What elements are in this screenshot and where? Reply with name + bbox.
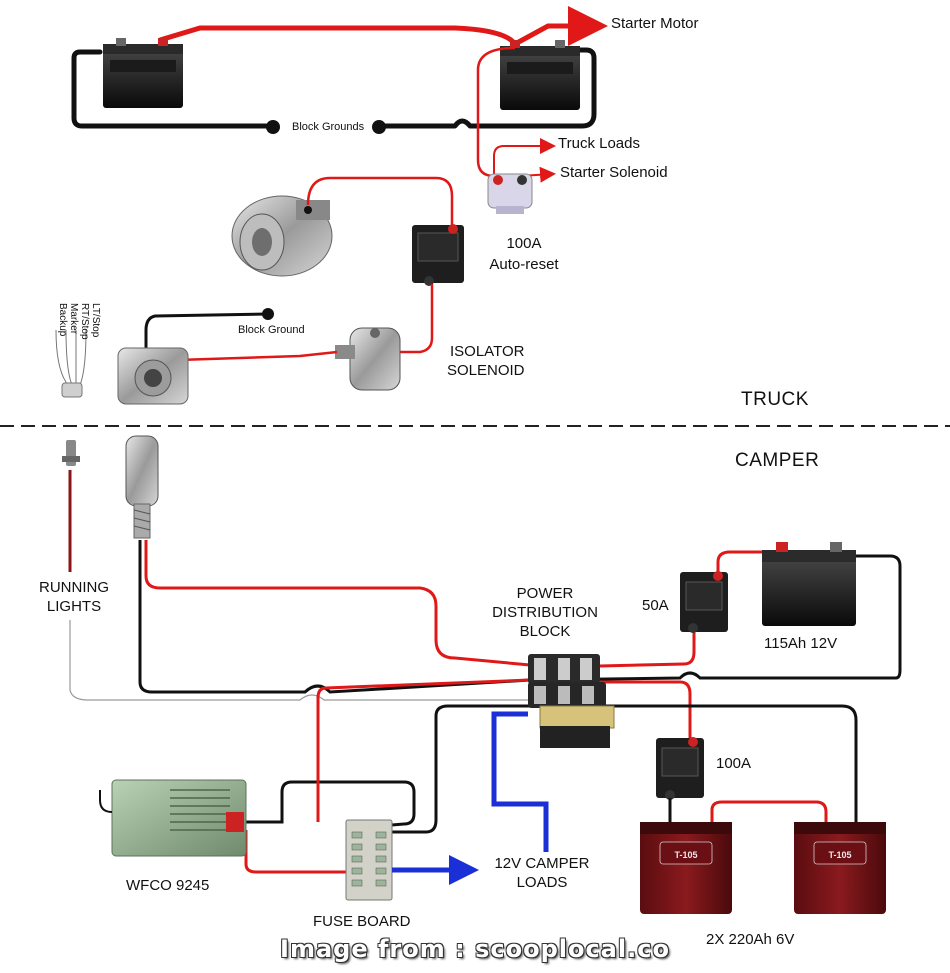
fuse-board-label: FUSE BOARD — [313, 913, 411, 930]
truck-section-label: TRUCK — [741, 389, 809, 410]
auto-reset-label: Auto-reset — [489, 256, 559, 273]
plug-to-pdb-positive — [144, 540, 531, 667]
pdb-label-line2: DISTRIBUTION — [492, 604, 598, 621]
fuse-board-feed-from-pdb — [316, 678, 531, 822]
plug-pin-lt-stop: LT/Stop — [90, 303, 101, 338]
battery-6v-2-brand: T-105 — [828, 850, 851, 860]
block-ground-label: Block Ground — [238, 324, 305, 336]
wfco-positive-wire — [244, 830, 348, 874]
breaker-100a-truck-label: 100A — [506, 235, 542, 252]
pdb-label-line1: POWER — [516, 585, 574, 602]
battery-115ah — [762, 542, 856, 626]
pdb-ground-to-batteries — [600, 704, 858, 826]
wfco-converter — [99, 779, 247, 857]
fuse-board-device — [345, 819, 393, 901]
isolator-solenoid-device — [335, 327, 401, 391]
wfco-label: WFCO 9245 — [126, 877, 210, 894]
breaker-50a-device — [680, 571, 728, 633]
auto-reset-breaker — [412, 224, 464, 286]
fuse-board-ground-from-pdb — [380, 704, 530, 834]
running-lights-label-line1: RUNNING — [39, 579, 109, 596]
block-ground-wire — [144, 312, 269, 378]
isolator-label-line1: ISOLATOR — [450, 343, 525, 360]
wfco-ground-wire — [244, 780, 416, 828]
starter-solenoid-device — [487, 173, 533, 214]
plug-pin-connector — [55, 329, 87, 398]
battery-6v-1 — [640, 822, 732, 914]
battery-115-label: 115Ah 12V — [764, 635, 838, 652]
pdb-loads-wire — [491, 711, 549, 852]
camper-section-label: CAMPER — [735, 450, 820, 471]
battery-series-link — [710, 800, 828, 826]
pdb-to-50a-wire — [599, 608, 696, 668]
block-ground-point-1 — [266, 120, 280, 134]
block-ground-point — [262, 308, 274, 320]
plug-pin-backup: Backup — [57, 303, 68, 337]
truck-loads-wire — [493, 138, 556, 175]
pdb-to-100a-wire — [600, 680, 692, 738]
50a-to-battery-wire — [716, 550, 780, 576]
breaker-to-isolator-wire — [395, 284, 434, 354]
camper-loads-label-line1: 12V CAMPER — [494, 855, 590, 872]
batteries-6v-label: 2X 220Ah 6V — [706, 931, 795, 948]
starter-motor-label: Starter Motor — [611, 15, 699, 32]
camper-loads-label-line2: LOADS — [516, 874, 568, 891]
breaker-100a-camper-device — [656, 737, 704, 800]
running-lights-label-line2: LIGHTS — [46, 598, 102, 615]
alternator — [231, 195, 333, 277]
truck-battery-2 — [500, 40, 580, 110]
breaker-100a-camper-label: 100A — [716, 755, 752, 772]
camper-ground-bus — [138, 540, 902, 694]
truck-loads-label: Truck Loads — [558, 135, 640, 152]
pdb-label-line3: BLOCK — [519, 623, 571, 640]
power-distribution-block-device — [528, 654, 615, 748]
camper-trailer-plug — [125, 435, 159, 539]
truck-battery-1 — [103, 38, 183, 108]
running-lights-plug — [62, 440, 80, 466]
solenoid-feed-wire — [476, 46, 516, 178]
watermark-caption: Image from : scooplocal.co — [280, 935, 670, 963]
starter-solenoid-label: Starter Solenoid — [560, 164, 668, 181]
battery-6v-2 — [794, 822, 886, 914]
plug-pin-rt-stop: RT/Stop — [79, 303, 90, 340]
block-ground-point-2 — [372, 120, 386, 134]
starter-motor-wire — [159, 26, 598, 44]
block-grounds-label: Block Grounds — [292, 121, 365, 133]
truck-trailer-plug — [117, 347, 189, 405]
alternator-output-wire — [306, 176, 454, 228]
battery-6v-1-brand: T-105 — [674, 850, 697, 860]
isolator-label-line2: SOLENOID — [447, 362, 525, 379]
breaker-50a-label: 50A — [642, 597, 669, 614]
plug-pin-marker: Marker — [68, 303, 79, 335]
